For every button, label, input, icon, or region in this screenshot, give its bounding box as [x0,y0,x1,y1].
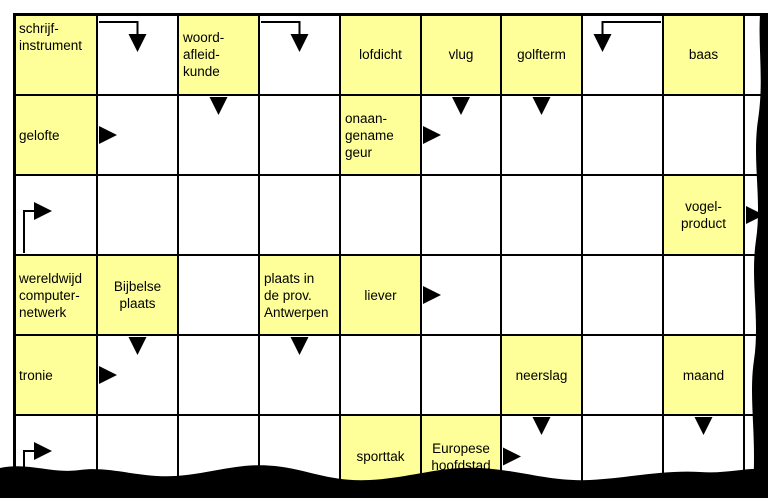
clue-cell: woord- afleid- kunde [178,14,259,95]
answer-cell[interactable] [582,175,663,255]
grid-line [13,174,768,176]
clue-cell: vlug [421,14,501,95]
answer-cell[interactable] [259,95,340,175]
answer-cell[interactable] [501,175,582,255]
arrow-down-icon [209,97,228,115]
arrow-right-icon [503,447,521,466]
answer-cell[interactable] [259,175,340,255]
clue-text: neerslag [515,367,568,383]
answer-cell[interactable] [178,335,259,415]
answer-cell[interactable] [340,175,421,255]
clue-cell: gelofte [14,95,97,175]
grid-line [13,94,768,96]
clue-text: wereldwijd computer- netwerk [19,270,83,320]
clue-cell: neerslag [501,335,582,415]
clue-text: onaan- gename geur [345,110,394,160]
answer-cell[interactable] [421,175,501,255]
torn-edge-right [752,14,768,498]
arrow-right-icon [423,286,441,304]
clue-cell: plaats in de prov. Antwerpen [259,255,340,335]
arrow-bent-down-icon [593,34,612,52]
answer-cell[interactable] [582,255,663,335]
clue-cell: schrijf- instrument [14,14,97,95]
clue-text: schrijf- instrument [19,21,83,53]
clue-cell: baas [663,14,744,95]
arrow-bent-down-icon [290,34,309,52]
clue-cell: maand [663,335,744,415]
clue-text: Bijbelse plaats [113,279,162,311]
arrow-down-icon [128,337,147,355]
answer-cell[interactable] [501,255,582,335]
clue-cell: onaan- gename geur [340,95,421,175]
clue-text: tronie [19,367,53,383]
clue-text: maand [682,367,725,383]
answer-cell[interactable] [582,95,663,175]
clue-cell: lofdicht [340,14,421,95]
arrow-down-icon [532,417,551,435]
answer-cell[interactable] [421,335,501,415]
arrow-bent-right-icon [34,202,52,220]
answer-cell[interactable] [582,14,663,95]
arrow-bent-down-icon [99,21,139,36]
arrow-down-icon [452,97,470,115]
arrow-down-icon [290,337,309,355]
clue-text: sporttak [356,449,405,464]
clue-text: lofdicht [359,47,402,62]
grid-line [13,334,768,336]
grid-line [13,414,768,416]
answer-cell[interactable] [178,175,259,255]
clue-cell: golfterm [501,14,582,95]
clue-cell: vogel- product [663,175,744,255]
clue-text: vogel- product [680,199,727,231]
arrow-right-icon [423,126,441,144]
arrow-bent-down-icon [261,21,301,36]
answer-cell[interactable] [340,335,421,415]
answer-cell[interactable] [178,255,259,335]
clue-cell: wereldwijd computer- netwerk [14,255,97,335]
clue-text: baas [688,47,719,62]
clue-text: liever [364,287,397,303]
answer-cell[interactable] [582,335,663,415]
clue-cell: liever [340,255,421,335]
clue-text: gelofte [19,127,60,143]
answer-cell[interactable] [14,175,97,255]
arrow-bent-right-icon [34,442,52,460]
arrow-bent-down-icon [128,34,147,52]
clue-cell: tronie [14,335,97,415]
arrow-down-icon [532,97,551,115]
clue-text: woord- afleid- kunde [183,30,225,79]
arrow-right-icon [99,126,117,144]
grid-line [13,254,768,256]
answer-cell[interactable] [663,255,744,335]
arrow-bent-down-icon [601,21,661,36]
arrow-down-icon [694,417,713,435]
grid-line [13,13,768,16]
clue-text: vlug [448,47,474,62]
torn-edge-bottom [0,465,768,498]
arrow-right-icon [99,366,117,384]
clue-text: golfterm [517,47,566,62]
clue-text: plaats in de prov. Antwerpen [264,270,329,320]
arrow-bent-right-icon [23,210,36,253]
answer-cell[interactable] [97,175,178,255]
clue-cell: Bijbelse plaats [97,255,178,335]
arrow-right-icon [746,206,764,224]
answer-cell[interactable] [663,95,744,175]
